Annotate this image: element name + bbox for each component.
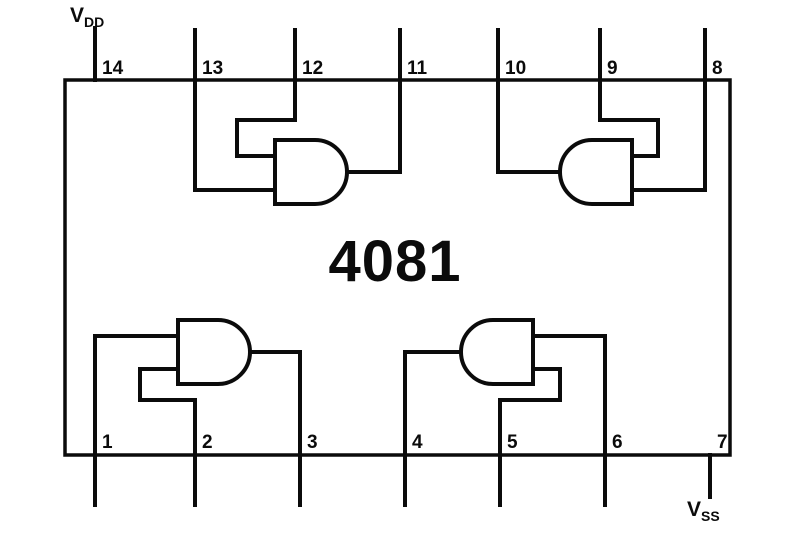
pin-4-label: 4 <box>412 432 423 453</box>
pin-5-wire <box>498 367 562 507</box>
vdd-base: V <box>70 4 84 27</box>
and-gate-top-right <box>558 138 634 206</box>
pin-6-wire <box>531 334 607 507</box>
pin-1-label: 1 <box>102 432 113 453</box>
vss-base: V <box>687 498 701 521</box>
pin-9-label: 9 <box>607 58 618 79</box>
pin-10-label: 10 <box>505 58 526 79</box>
pin-13-label: 13 <box>202 58 223 79</box>
pin-10-wire <box>496 28 562 174</box>
pin-8-label: 8 <box>712 58 723 79</box>
pin-12-label: 12 <box>302 58 323 79</box>
pin-3-label: 3 <box>307 432 318 453</box>
pin-9-wire <box>598 28 660 158</box>
pin-6-label: 6 <box>612 432 623 453</box>
pin-2-wire <box>138 367 197 507</box>
ic-body-outline <box>63 78 732 457</box>
pin-7-label: 7 <box>717 432 728 453</box>
pin-3-wire <box>248 350 302 507</box>
pin-5-label: 5 <box>507 432 518 453</box>
vdd-subscript: DD <box>84 14 104 30</box>
vdd-label: VDD <box>70 4 104 30</box>
pin-13-wire <box>193 28 277 192</box>
pin-1-wire <box>93 334 180 507</box>
pin-12-wire <box>235 28 297 158</box>
pin-2-label: 2 <box>202 432 213 453</box>
and-gate-bottom-right <box>459 318 535 386</box>
vss-subscript: SS <box>701 508 720 524</box>
pin-11-wire <box>345 28 402 174</box>
pin-8-wire <box>630 28 707 192</box>
and-gate-top-left <box>273 138 349 206</box>
chip-part-number: 4081 <box>328 229 461 294</box>
vss-label: VSS <box>687 498 720 524</box>
pin-14-label: 14 <box>102 58 124 79</box>
and-gate-bottom-left <box>176 318 252 386</box>
pin-11-label: 11 <box>407 58 428 79</box>
pin-4-wire <box>403 350 463 507</box>
